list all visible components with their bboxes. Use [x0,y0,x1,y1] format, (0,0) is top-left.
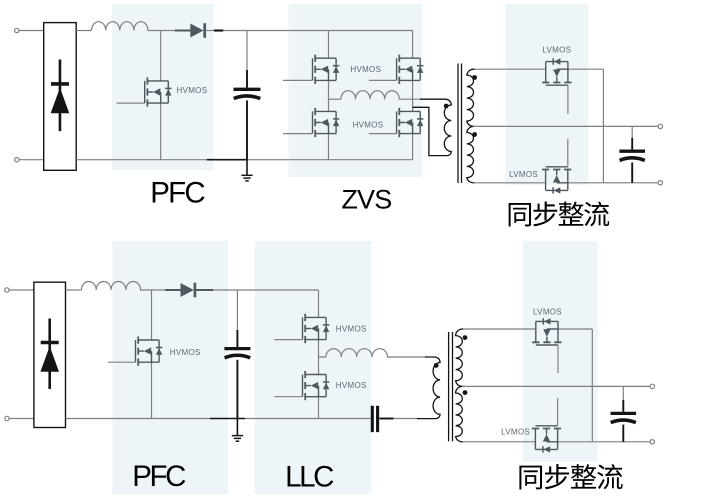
svg-text:PFC: PFC [150,176,205,209]
svg-text:LVMOS: LVMOS [542,45,571,54]
svg-text:HVMOS: HVMOS [353,121,384,130]
svg-text:HVMOS: HVMOS [336,381,367,390]
svg-text:LVMOS: LVMOS [533,308,562,317]
svg-text:HVMOS: HVMOS [170,348,201,357]
svg-text:HVMOS: HVMOS [350,65,381,74]
svg-text:LVMOS: LVMOS [501,428,530,437]
svg-text:HVMOS: HVMOS [336,325,367,334]
svg-text:PFC: PFC [132,460,186,493]
svg-text:ZVS: ZVS [341,184,391,214]
svg-text:LVMOS: LVMOS [509,170,538,179]
svg-text:LLC: LLC [285,461,334,494]
svg-text:HVMOS: HVMOS [177,86,208,95]
